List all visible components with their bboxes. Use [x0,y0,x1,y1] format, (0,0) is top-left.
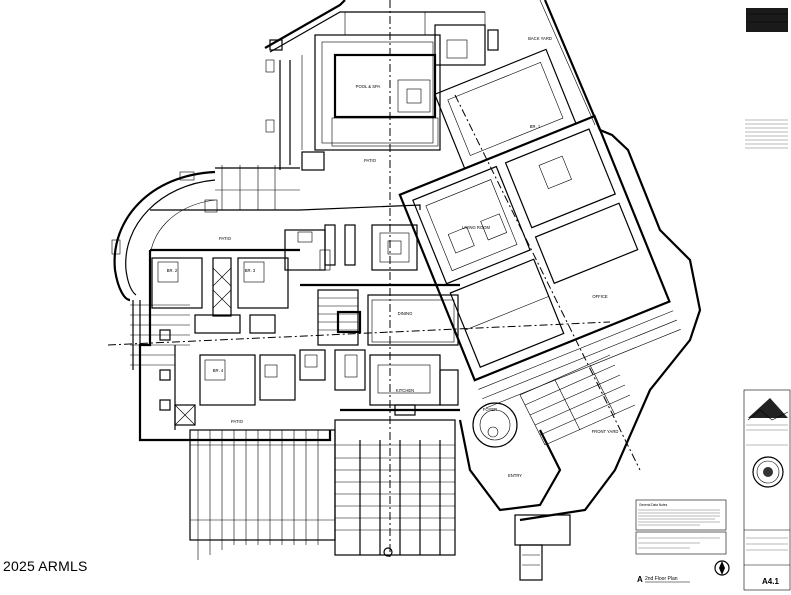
sheet-title: 2nd Floor Plan [645,576,678,582]
room-label-patio-top: PATIO [364,158,377,163]
general-notes-panel [635,499,727,531]
room-label-patio-bottom: PATIO [231,419,244,424]
room-label-entry: ENTRY [508,473,522,478]
pool-area [264,0,499,171]
room-label-front-yard: FRONT YARD [592,429,619,434]
room-label-dining: DINING [398,311,413,316]
horizontal-section-axis [107,321,611,346]
east-wing [398,48,681,409]
sheet-letter: A [637,575,643,584]
room-label-br2: BR. 2 [167,268,178,273]
west-wing [138,204,421,442]
back-yard-boundary [519,0,702,522]
copyright-watermark: 2025 ARMLS [3,558,88,574]
diagonal-axis [454,94,641,471]
registration-seal [752,456,784,488]
mountain-logo [748,398,788,418]
room-label-pool-spa: POOL & SPA [356,84,381,89]
foyer-entry [458,402,571,581]
front-pergola [519,354,636,446]
firm-logo [746,8,788,32]
curved-patio [111,165,300,302]
general-notes-title: General Data Notes [639,503,668,507]
room-label-br4: BR. 4 [213,368,224,373]
room-label-back-yard: BACK YARD [528,36,552,41]
room-label-kitchen: KITCHEN [396,388,414,393]
room-label-patio-left: PATIO [219,236,232,241]
room-label-br1: BR. 1 [530,124,541,129]
left-pergola [130,300,190,370]
room-label-office: OFFICE [592,294,608,299]
room-label-living-room: LIVING ROOM [462,225,490,230]
room-label-br3: BR. 3 [245,268,256,273]
schedule-panel [635,531,727,555]
title-block: A4.1 General Data Notes A 2nd Floor Plan [635,8,791,591]
room-label-foyer: FOYER [483,407,497,412]
bottom-pergola [189,429,336,560]
central-core [300,224,460,416]
center-lower-pergola [334,419,456,557]
sheet-number: A4.1 [762,577,779,586]
